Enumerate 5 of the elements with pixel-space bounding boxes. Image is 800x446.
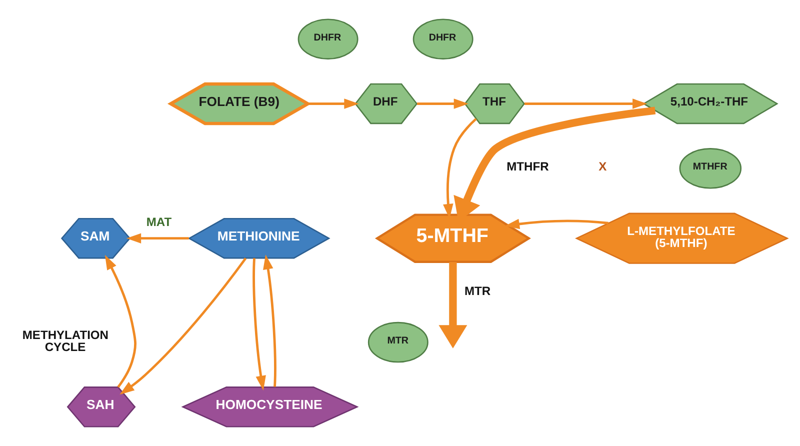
label: METHYLATION CYCLE — [22, 328, 109, 354]
edge-label: MTR — [464, 284, 491, 298]
edge-label: MAT — [146, 215, 172, 230]
edge-label: MTHFR — [506, 159, 549, 174]
label: X — [598, 159, 607, 174]
